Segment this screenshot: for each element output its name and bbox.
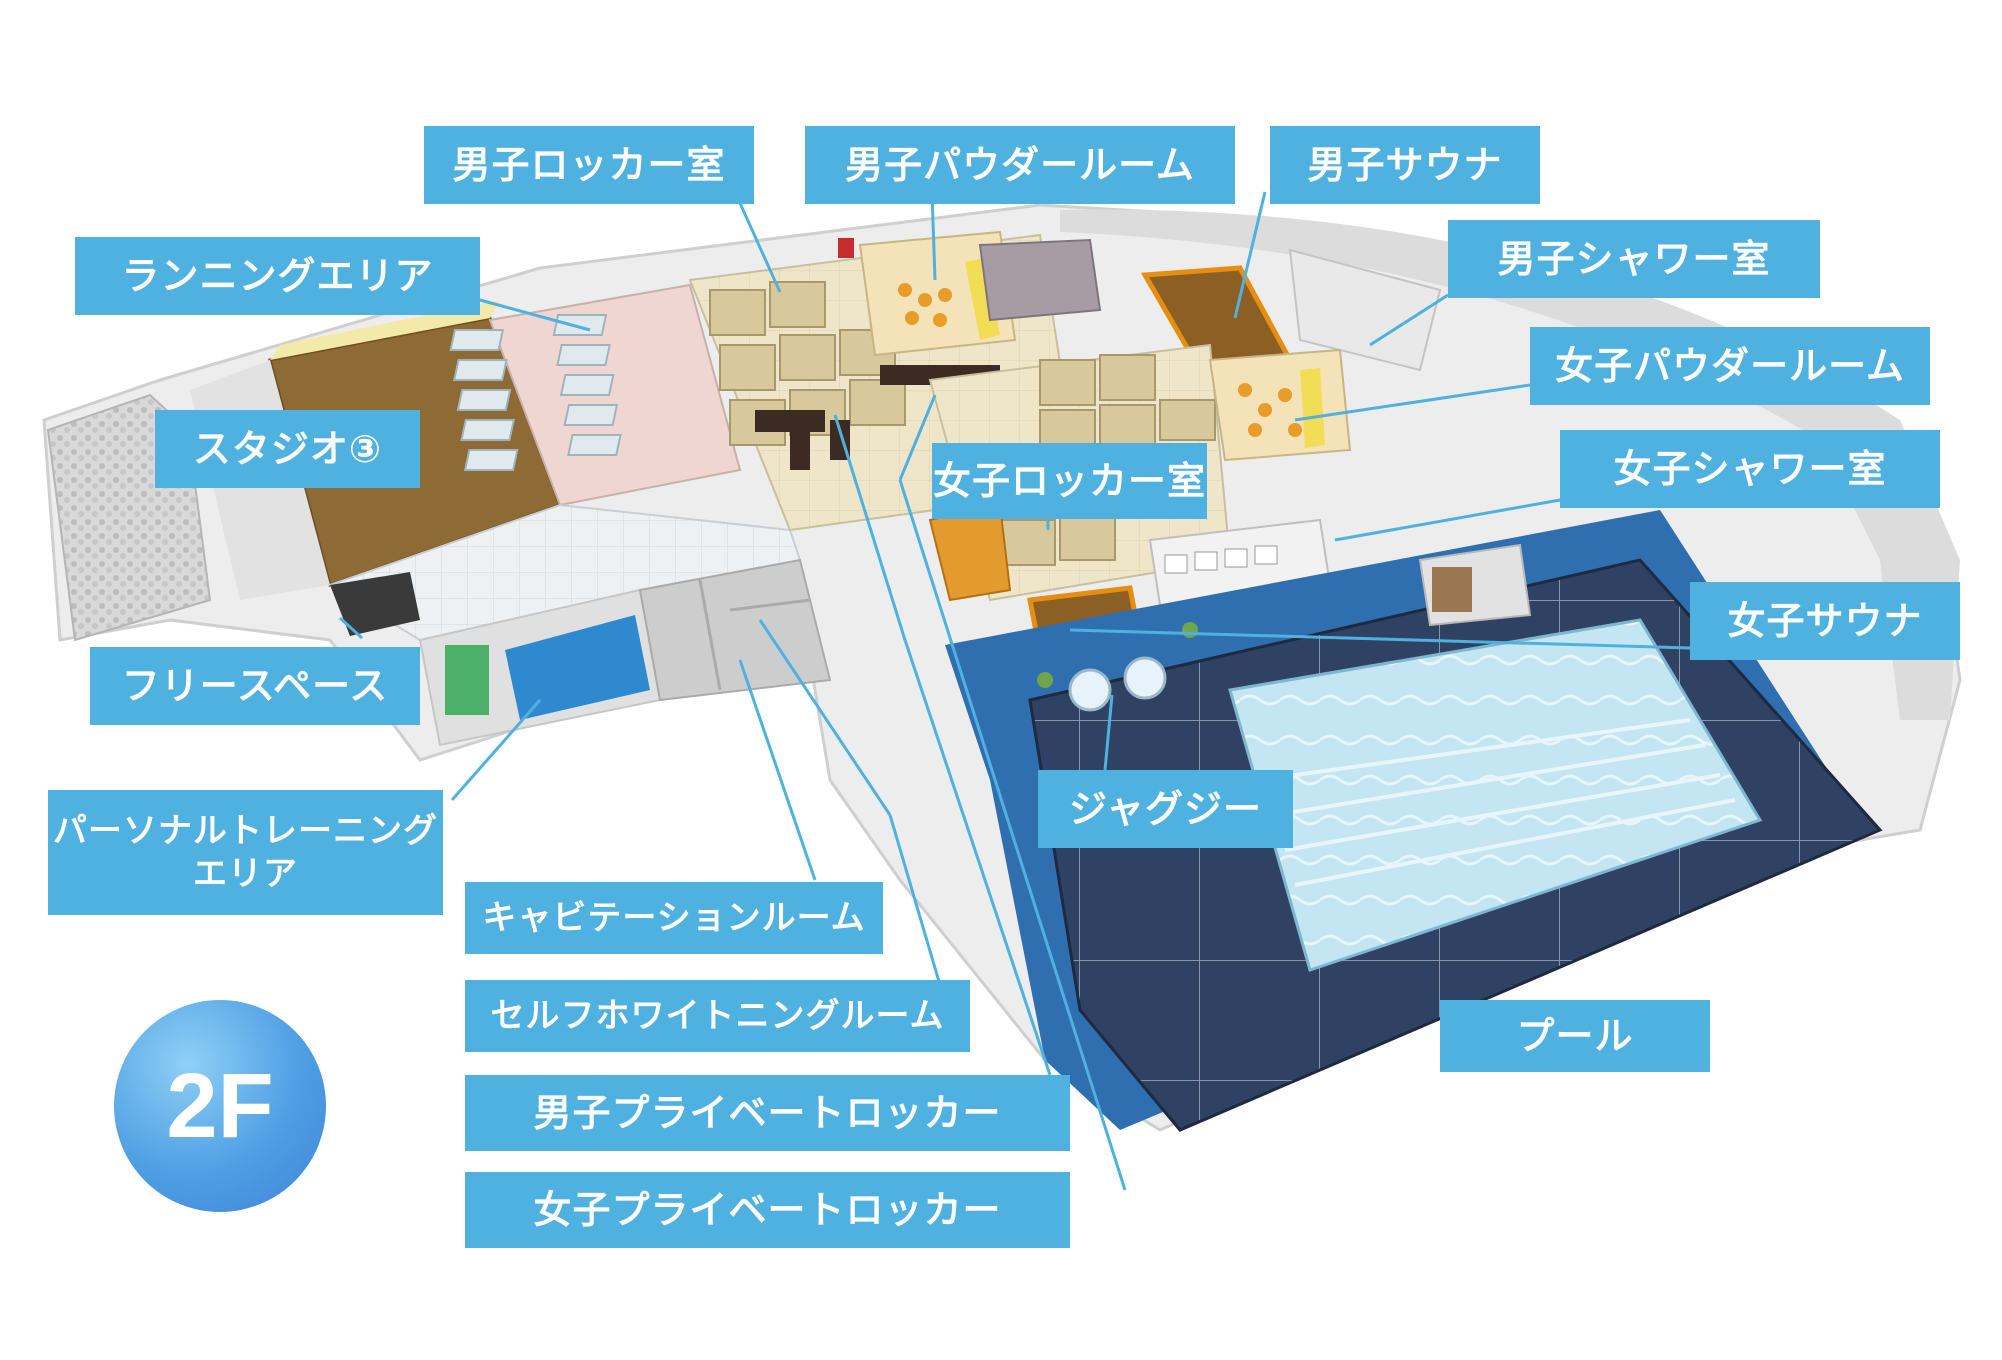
locker-room-sign (838, 238, 854, 258)
wood-door (1432, 567, 1472, 612)
small-rooms (638, 558, 832, 702)
label-personal-training-line1: パーソナルトレーニング (53, 811, 438, 851)
label-womens-sauna: 女子サウナ (1690, 582, 1960, 660)
label-running-area: ランニングエリア (75, 237, 480, 315)
label-studio-3: スタジオ③ (155, 410, 420, 488)
label-free-space: フリースペース (90, 647, 420, 725)
jacuzzi-tub-2 (1123, 656, 1167, 700)
floor-badge: 2F (114, 1000, 326, 1212)
label-pool: プール (1440, 1000, 1710, 1072)
label-mens-shower-room: 男子シャワー室 (1448, 220, 1820, 298)
label-self-whitening-room: セルフホワイトニングルーム (465, 980, 970, 1052)
label-personal-training-area: パーソナルトレーニング エリア (48, 790, 443, 915)
studio-wall (270, 300, 500, 360)
free-space-floor (330, 572, 420, 636)
label-mens-locker-room: 男子ロッカー室 (424, 126, 754, 204)
label-personal-training-line2: エリア (193, 853, 298, 894)
leader-lines (338, 191, 1691, 1191)
label-mens-sauna: 男子サウナ (1270, 126, 1540, 204)
running-area-floor (488, 283, 742, 507)
label-jacuzzi: ジャグジー (1038, 770, 1293, 848)
training-mat-blue (505, 615, 650, 720)
womens-powder-floor (1208, 348, 1352, 462)
label-mens-powder-room: 男子パウダールーム (805, 126, 1235, 204)
mens-shower-room (1288, 248, 1442, 372)
label-womens-powder-room: 女子パウダールーム (1530, 327, 1930, 405)
label-mens-private-locker: 男子プライベートロッカー (465, 1075, 1070, 1151)
label-womens-locker-room: 女子ロッカー室 (932, 443, 1207, 519)
training-mat-green (445, 645, 489, 715)
mens-restroom (978, 238, 1102, 322)
label-cavitation-room: キャビテーションルーム (465, 882, 883, 954)
label-womens-shower-room: 女子シャワー室 (1560, 430, 1940, 508)
jacuzzi-tub-1 (1068, 668, 1112, 712)
label-womens-private-locker: 女子プライベートロッカー (465, 1172, 1070, 1248)
